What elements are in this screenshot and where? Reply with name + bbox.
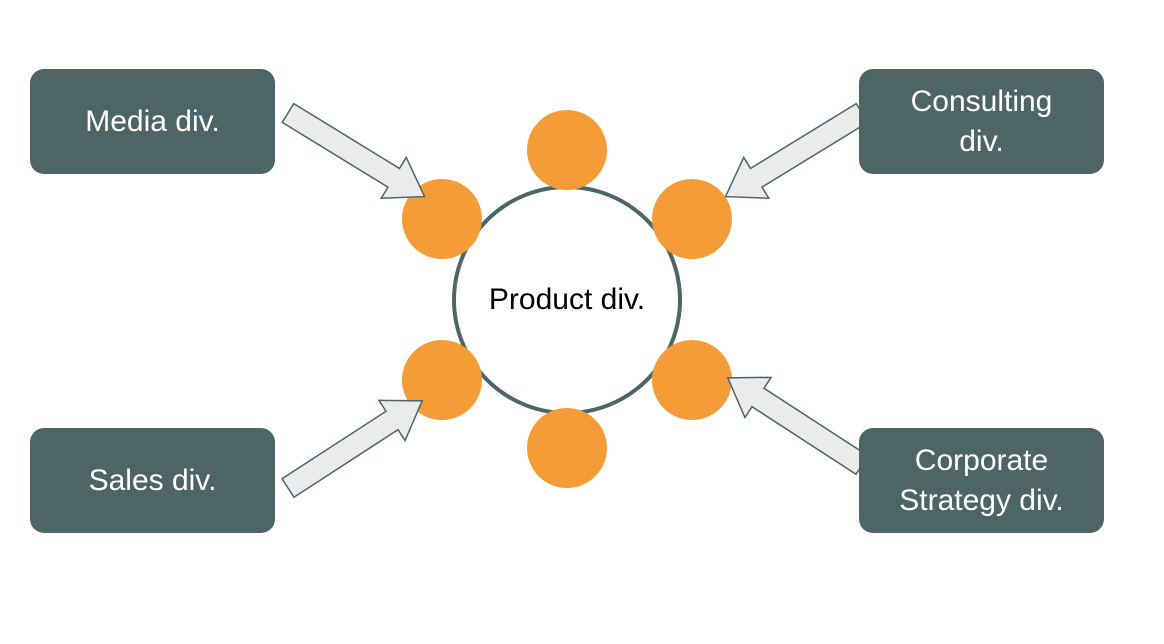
node-lower-left — [402, 340, 482, 420]
strategy-division-label: Corporate Strategy div. — [899, 443, 1064, 517]
sales-division-box: Sales div. — [30, 428, 275, 533]
node-top — [527, 110, 607, 190]
strategy-division-box: Corporate Strategy div. — [859, 428, 1104, 533]
product-division-label: Product div. — [488, 283, 646, 316]
node-bottom — [527, 408, 607, 488]
node-lower-right — [652, 340, 732, 420]
consulting-division-box: Consulting div. — [859, 69, 1104, 174]
arrow-sales-to-product — [280, 399, 424, 499]
arrow-strategy-to-product — [726, 376, 870, 476]
arrow-consulting-to-product — [724, 102, 869, 200]
node-upper-left — [402, 179, 482, 259]
arrow-media-to-product — [281, 102, 426, 200]
media-division-box: Media div. — [30, 69, 275, 174]
sales-division-label: Sales div. — [88, 463, 217, 497]
node-upper-right — [652, 179, 732, 259]
media-division-label: Media div. — [85, 104, 220, 138]
consulting-division-label: Consulting div. — [910, 84, 1053, 158]
